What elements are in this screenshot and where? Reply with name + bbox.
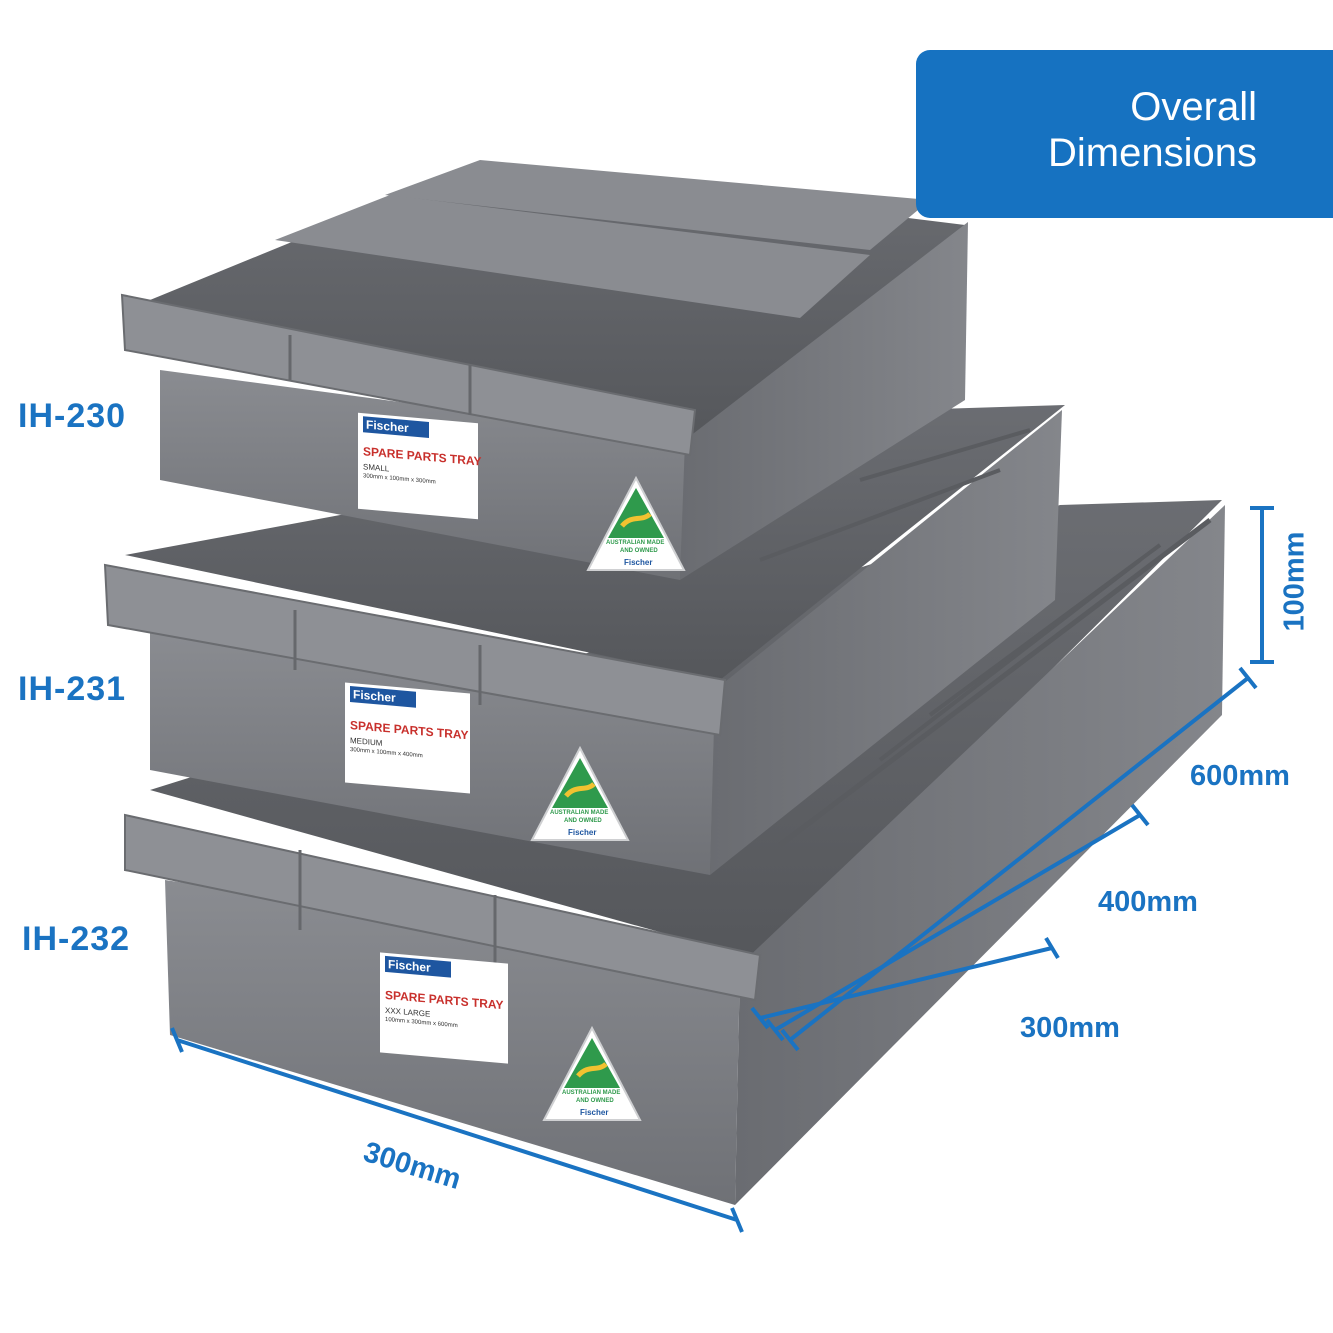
tray-ih-230-divider-2	[385, 160, 930, 250]
badge-brand: Fischer	[580, 1108, 609, 1117]
australian-made-badge: AUSTRALIAN MADE AND OWNED Fischer	[584, 474, 688, 578]
height-dimension-line	[1250, 506, 1274, 664]
dimension-lines	[170, 506, 1274, 1233]
sticker-brand: Fischer	[363, 416, 429, 438]
width-dimension-line	[170, 1027, 744, 1233]
badge-line-1: AUSTRALIAN MADE	[550, 810, 609, 816]
australian-made-badge: AUSTRALIAN MADE AND OWNED Fischer	[528, 744, 632, 848]
badge-line-1: AUSTRALIAN MADE	[606, 540, 665, 546]
depth-300-label: 300mm	[1020, 1012, 1120, 1044]
tray-label-ih-230: IH-230	[18, 397, 127, 435]
tray-ih-231-side	[710, 410, 1062, 875]
tray-ih-231-rim	[103, 563, 727, 737]
badge-line-2: AND OWNED	[576, 1098, 614, 1104]
depth-600-label: 600mm	[1190, 760, 1290, 792]
badge-brand: Fischer	[568, 828, 597, 837]
tray-label-ih-232: IH-232	[22, 920, 131, 958]
tray-ih-230-divider-1	[275, 195, 870, 318]
australian-made-badge: AUSTRALIAN MADE AND OWNED Fischer	[540, 1024, 644, 1128]
sticker-brand: Fischer	[350, 685, 416, 708]
tray-ih-230-rim	[120, 293, 697, 457]
sticker-ih-231: Fischer SPARE PARTS TRAY MEDIUM 300mm x …	[345, 682, 470, 794]
tray-ih-232-side	[735, 505, 1225, 1205]
depth-400-label: 400mm	[1098, 886, 1198, 918]
sticker-brand: Fischer	[385, 955, 451, 978]
badge-brand: Fischer	[624, 558, 653, 567]
tray-ih-232-rim	[124, 813, 762, 1002]
sticker-ih-232: Fischer SPARE PARTS TRAY XXX LARGE 100mm…	[380, 952, 508, 1064]
header-line-1: Overall	[1130, 85, 1257, 129]
depth-400-dimension-line	[765, 803, 1150, 1042]
depth-300-dimension-line	[750, 936, 1060, 1030]
overall-dimensions-header: Overall Dimensions	[916, 50, 1333, 218]
tray-label-ih-231: IH-231	[18, 670, 127, 708]
badge-line-2: AND OWNED	[564, 818, 602, 824]
tray-ih-230-side	[680, 222, 968, 580]
badge-line-2: AND OWNED	[620, 548, 658, 554]
badge-line-1: AUSTRALIAN MADE	[562, 1090, 621, 1096]
height-dimension-label: 100mm	[1278, 531, 1311, 632]
header-line-2: Dimensions	[1048, 131, 1257, 175]
depth-600-dimension-line	[780, 666, 1258, 1052]
sticker-ih-230: Fischer SPARE PARTS TRAY SMALL 300mm x 1…	[358, 412, 481, 520]
